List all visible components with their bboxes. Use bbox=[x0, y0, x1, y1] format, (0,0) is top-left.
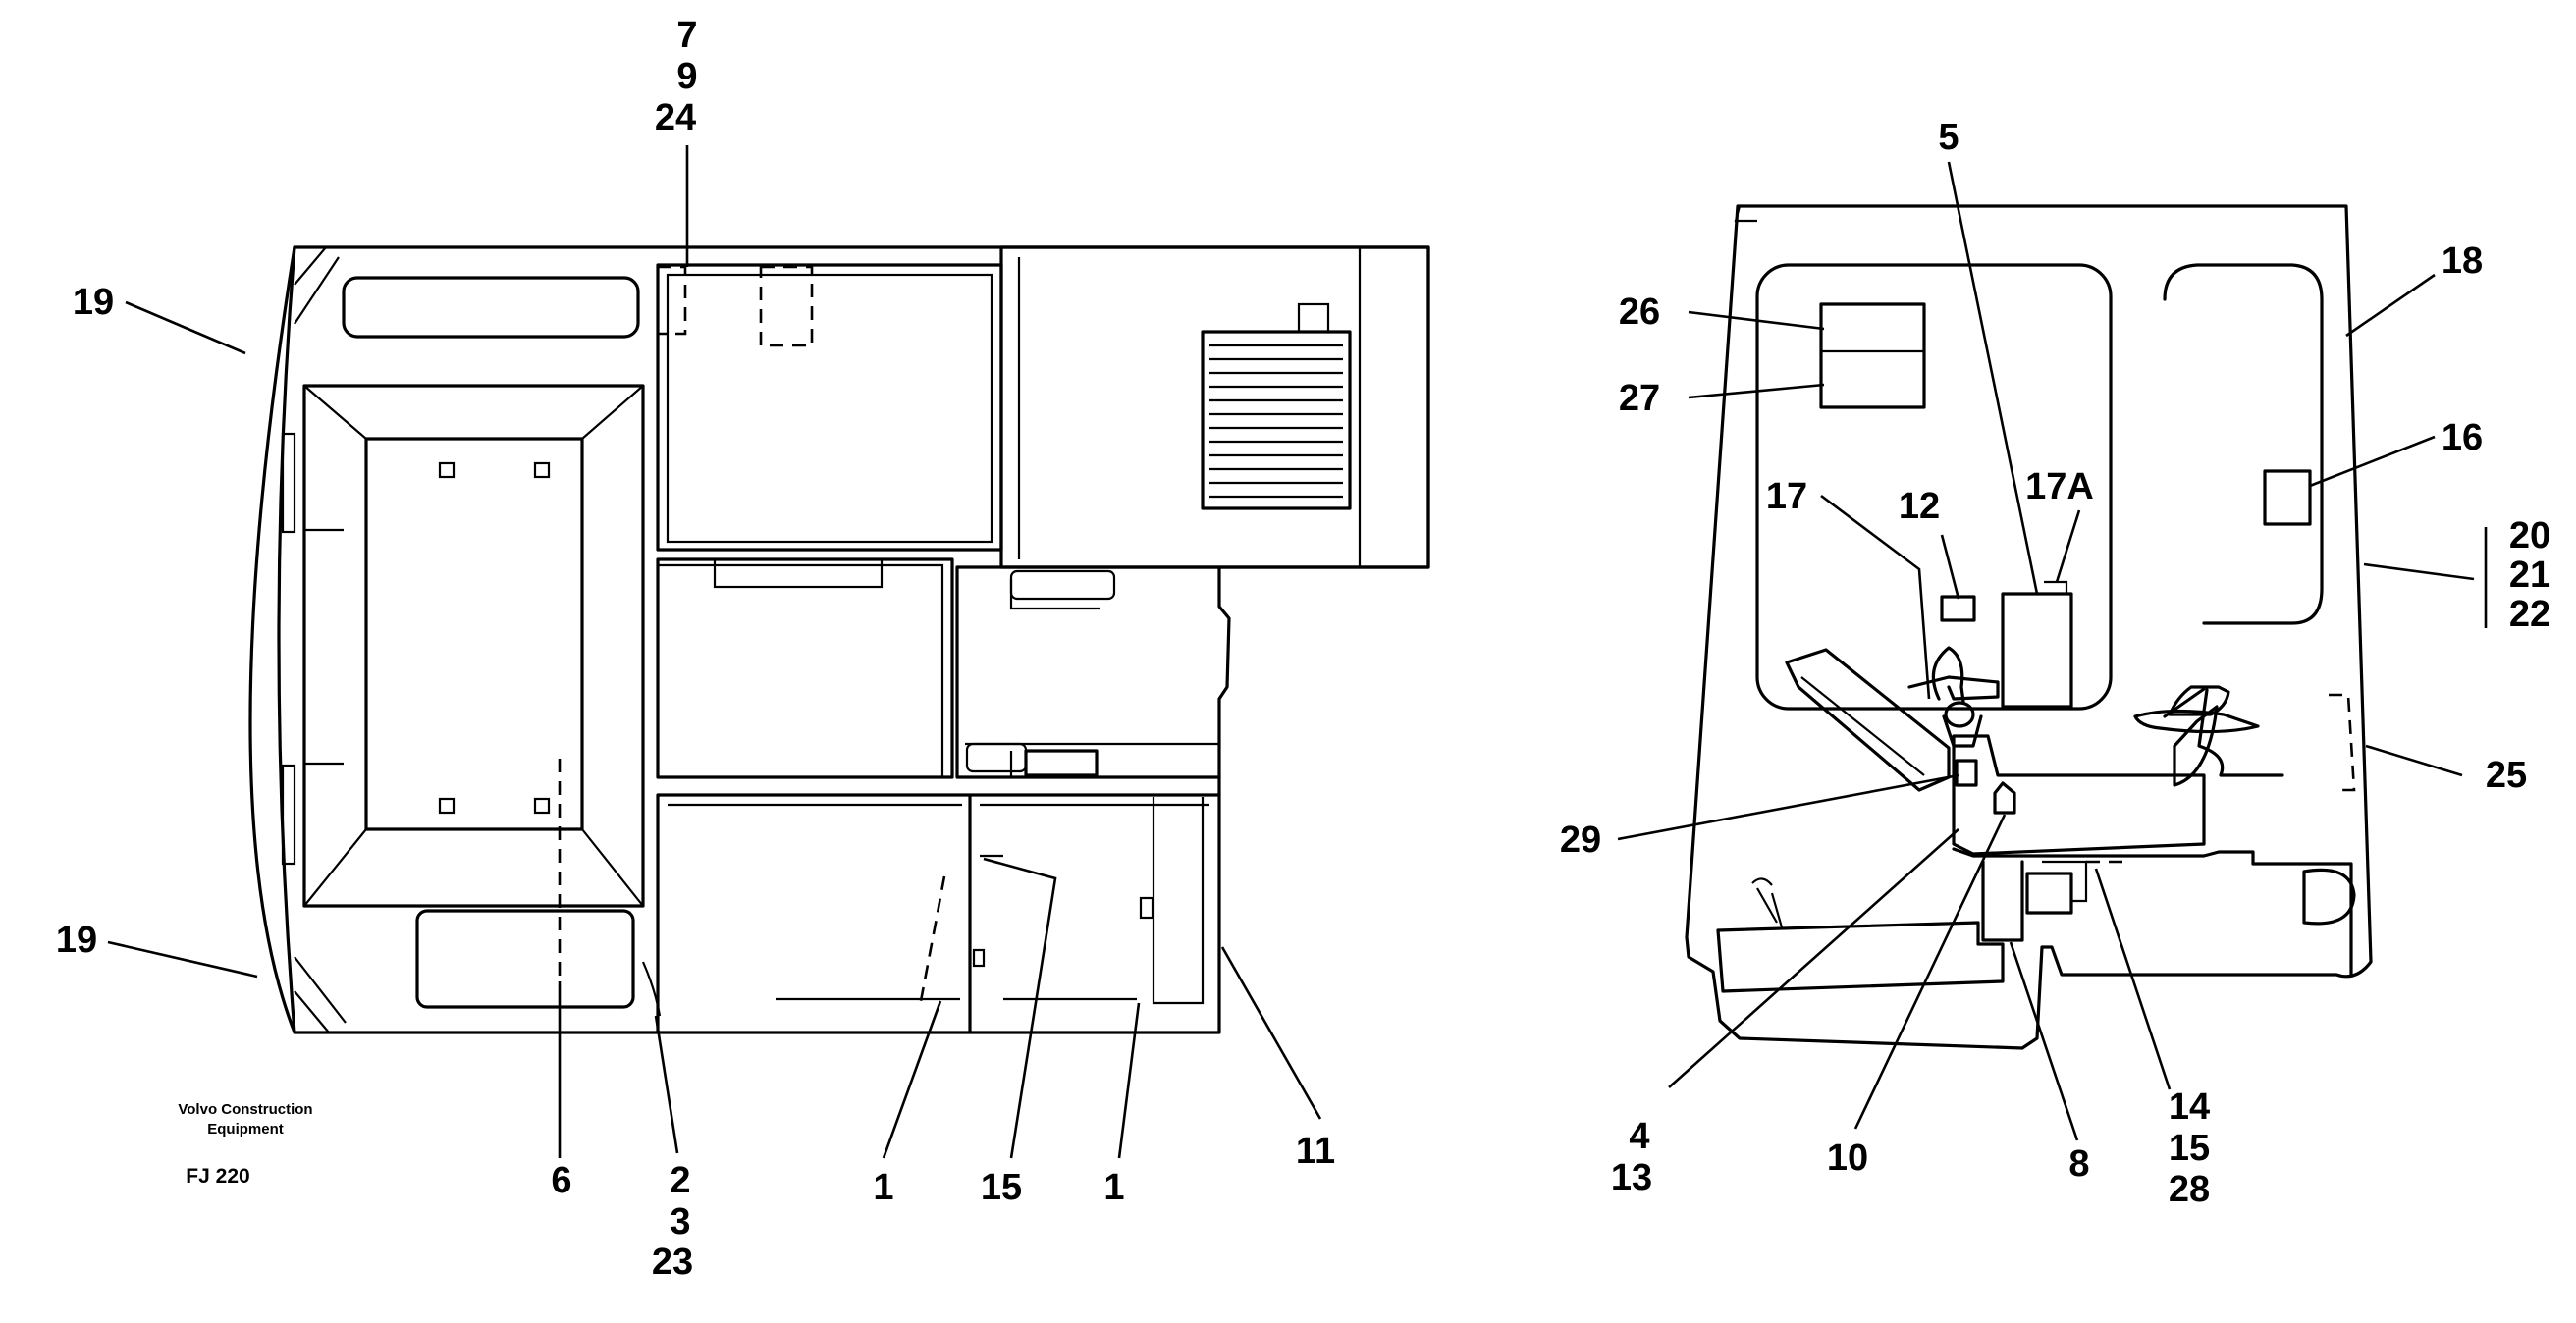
label-9: 9 bbox=[676, 56, 697, 97]
label-10: 10 bbox=[1827, 1138, 1868, 1179]
label-5: 5 bbox=[1938, 117, 1959, 158]
cab-top-view bbox=[248, 245, 1430, 1034]
cab-side-view bbox=[1685, 204, 2373, 1050]
label-19-top: 19 bbox=[73, 282, 114, 323]
label-25: 25 bbox=[2486, 755, 2527, 796]
caption-block: Volvo Construction Equipment FJ 220 bbox=[178, 1101, 312, 1188]
label-2: 2 bbox=[670, 1160, 690, 1201]
part-labels-left: 7 9 24 19 19 6 2 3 23 1 15 1 11 bbox=[56, 15, 1335, 1283]
leader-lines bbox=[107, 145, 2488, 1159]
label-14: 14 bbox=[2169, 1086, 2210, 1128]
company-name-line2: Equipment bbox=[207, 1121, 284, 1138]
label-26: 26 bbox=[1619, 291, 1660, 333]
label-20: 20 bbox=[2509, 515, 2550, 556]
drawing-code: FJ 220 bbox=[186, 1165, 249, 1188]
label-15-right: 15 bbox=[2169, 1128, 2210, 1169]
radiator-grille bbox=[1209, 344, 1343, 499]
label-7: 7 bbox=[676, 15, 697, 56]
label-28: 28 bbox=[2169, 1169, 2210, 1210]
label-11: 11 bbox=[1296, 1131, 1335, 1172]
label-1-left: 1 bbox=[873, 1167, 893, 1208]
label-29: 29 bbox=[1560, 820, 1601, 861]
label-8: 8 bbox=[2068, 1143, 2089, 1185]
label-21: 21 bbox=[2509, 555, 2550, 596]
label-1-right: 1 bbox=[1103, 1167, 1124, 1208]
label-24: 24 bbox=[655, 97, 696, 138]
label-19-bottom: 19 bbox=[56, 920, 97, 961]
label-4: 4 bbox=[1629, 1116, 1649, 1157]
label-6: 6 bbox=[551, 1160, 571, 1201]
label-13: 13 bbox=[1611, 1157, 1652, 1198]
label-27: 27 bbox=[1619, 378, 1660, 419]
label-15-left: 15 bbox=[981, 1167, 1022, 1208]
label-12: 12 bbox=[1899, 486, 1940, 527]
label-17a: 17A bbox=[2025, 466, 2094, 507]
company-name: Volvo Construction bbox=[178, 1101, 312, 1118]
part-labels-right: 5 18 26 27 16 17 12 17A 20 21 22 25 29 4… bbox=[1560, 117, 2550, 1210]
label-22: 22 bbox=[2509, 594, 2550, 635]
label-17: 17 bbox=[1766, 476, 1807, 517]
label-3: 3 bbox=[670, 1201, 690, 1243]
label-23: 23 bbox=[652, 1242, 693, 1283]
label-18: 18 bbox=[2442, 240, 2483, 282]
label-16: 16 bbox=[2442, 417, 2483, 458]
